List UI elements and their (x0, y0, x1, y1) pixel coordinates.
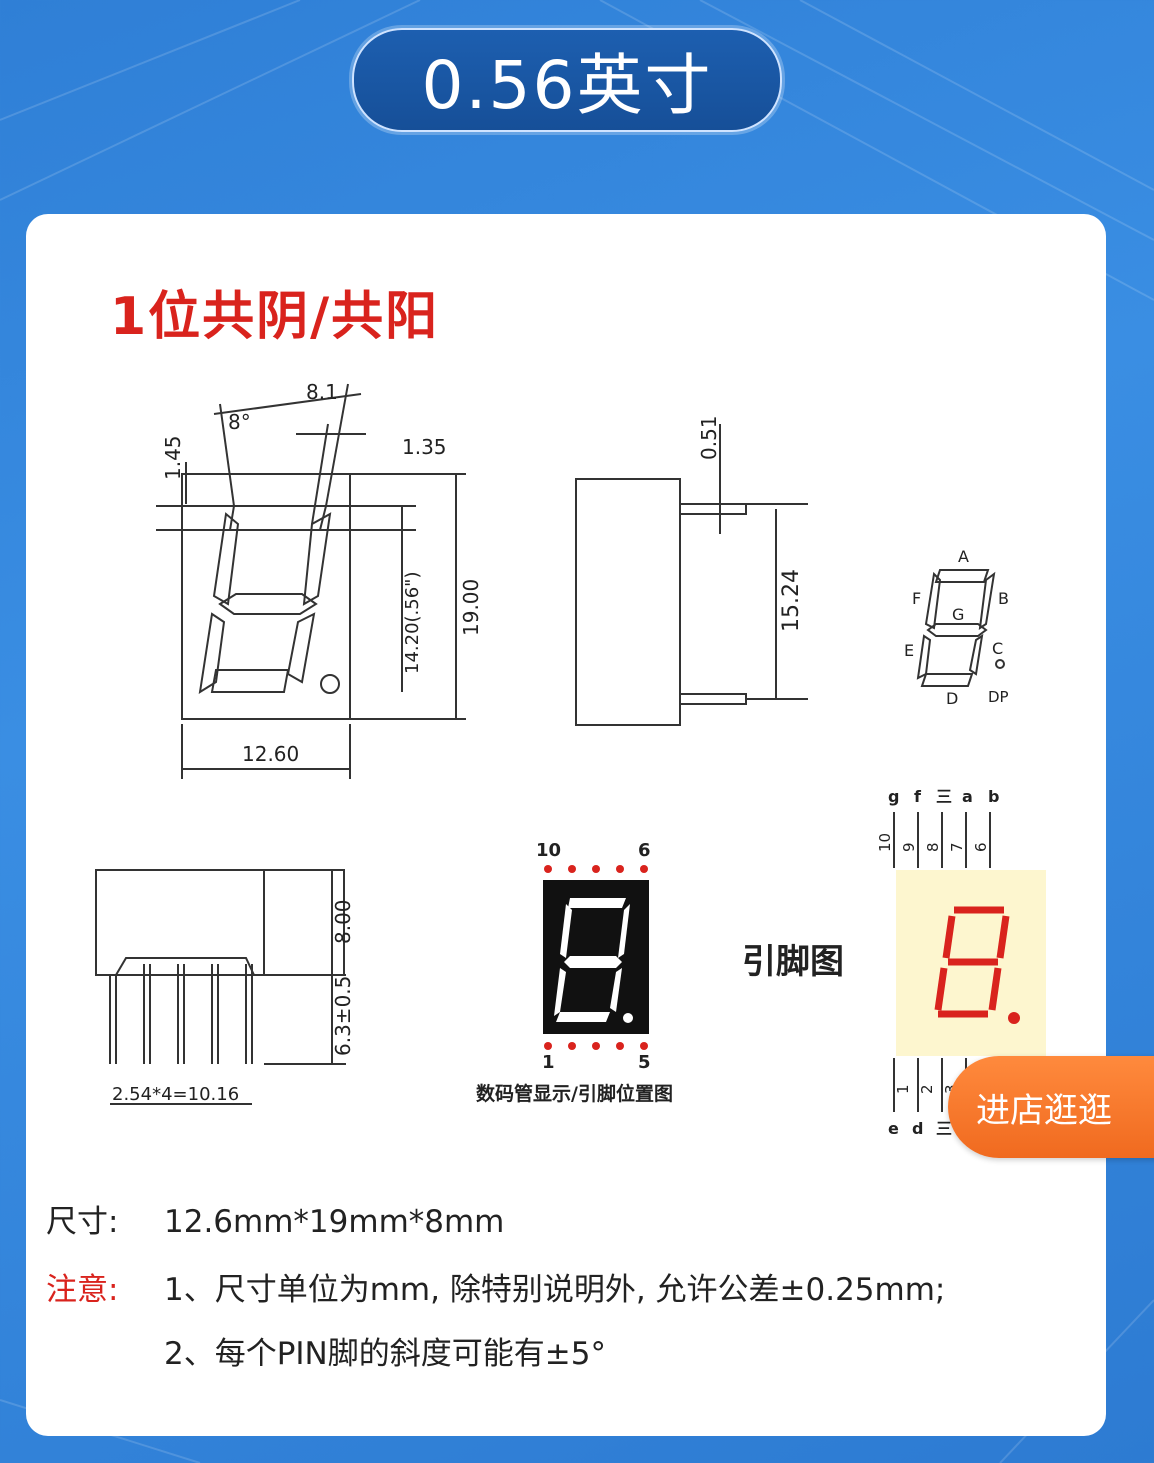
pinout-bottom-letter-d: d (912, 1119, 923, 1138)
pinout-top-letter-f: f (914, 787, 922, 806)
spec-card: 1位共阴/共阳 (26, 214, 1106, 1436)
dim-body-label: 8.00 (331, 899, 355, 944)
page-title: 0.56英寸 (352, 28, 782, 132)
pinout-top-letter-h: 三 (936, 787, 952, 806)
segment-label-c: C (992, 639, 1003, 658)
note-spec-1: 注意: 1、尺寸单位为mm, 除特别说明外, 允许公差±0.25mm; (46, 1264, 945, 1309)
pin-label-6: 6 (638, 840, 651, 861)
pinout-top-num-6: 6 (972, 842, 990, 852)
segment-label-dp: DP (988, 688, 1009, 704)
segment-legend-diagram: A B C D E F G DP (904, 547, 1009, 704)
size-value: 12.6mm*19mm*8mm (164, 1204, 505, 1240)
dim-top-label: 8.1 (306, 380, 338, 404)
pinout-top-letter-a: a (962, 787, 973, 806)
segment-label-e: E (904, 641, 914, 660)
pinout-bottom-num-1: 1 (894, 1084, 912, 1094)
dim-pin-len-label: 6.3±0.5 (331, 976, 355, 1056)
pin-display-diagram: 10 6 1 5 数码管显示/引脚位置图 (476, 840, 673, 1105)
note-line-1: 1、尺寸单位为mm, 除特别说明外, 允许公差±0.25mm; (164, 1272, 946, 1308)
pin-label-10: 10 (536, 840, 561, 861)
segment-label-g: G (952, 605, 964, 624)
pinout-top-num-7: 7 (948, 842, 966, 852)
pinout-top-num-9: 9 (900, 842, 918, 852)
pin-display-caption: 数码管显示/引脚位置图 (476, 1082, 673, 1105)
pinout-top-letter-b: b (988, 787, 999, 806)
size-spec: 尺寸: 12.6mm*19mm*8mm (46, 1196, 504, 1241)
segment-label-d: D (946, 689, 958, 704)
dim-pin-label: 0.51 (697, 415, 721, 460)
dim-seg-offset-label: 1.35 (402, 435, 447, 459)
note-line-2: 2、每个PIN脚的斜度可能有±5° (164, 1336, 606, 1372)
pin-label-5: 5 (638, 1052, 651, 1073)
segment-label-a: A (958, 547, 969, 566)
pinout-top-num-10: 10 (876, 833, 894, 852)
pinout-label: 引脚图 (742, 942, 844, 982)
dim-angle-label: 8° (228, 410, 251, 434)
dim-height-label: 19.00 (459, 579, 483, 636)
pin-label-1: 1 (542, 1052, 555, 1073)
note-spec-2: 2、每个PIN脚的斜度可能有±5° (164, 1328, 606, 1373)
dim-digit-height-label: 14.20(.56") (402, 572, 423, 674)
pinout-top-num-8: 8 (924, 842, 942, 852)
pinout-diagram: g f 三 a b 10 9 8 7 6 1 2 3 4 5 e d 三 (876, 787, 1046, 1138)
dim-left-label: 1.45 (161, 435, 185, 480)
dim-pitch-label: 15.24 (779, 569, 804, 632)
pinout-bottom-letter-h: 三 (936, 1119, 952, 1138)
front-view-drawing: 8.1 8° 1.35 1.45 14.20(.56") 19.00 12.60 (156, 380, 483, 779)
segment-label-f: F (912, 589, 921, 608)
pinout-top-letter-g: g (888, 787, 899, 806)
pinout-bottom-num-2: 2 (918, 1084, 936, 1094)
dim-width-label: 12.60 (242, 742, 299, 766)
note-key: 注意: (46, 1272, 119, 1308)
side-view-drawing: 0.51 15.24 (575, 415, 808, 726)
product-subtitle: 1位共阴/共阳 (110, 287, 440, 347)
pinout-bottom-letter-e: e (888, 1119, 899, 1138)
segment-label-b: B (998, 589, 1009, 608)
size-key: 尺寸: (46, 1204, 119, 1240)
bottom-view-drawing: 8.00 6.3±0.5 2.54*4=10.16 (95, 869, 355, 1105)
visit-shop-button[interactable]: 进店逛逛 (948, 1056, 1154, 1158)
dim-pin-pitch-label: 2.54*4=10.16 (112, 1084, 239, 1105)
